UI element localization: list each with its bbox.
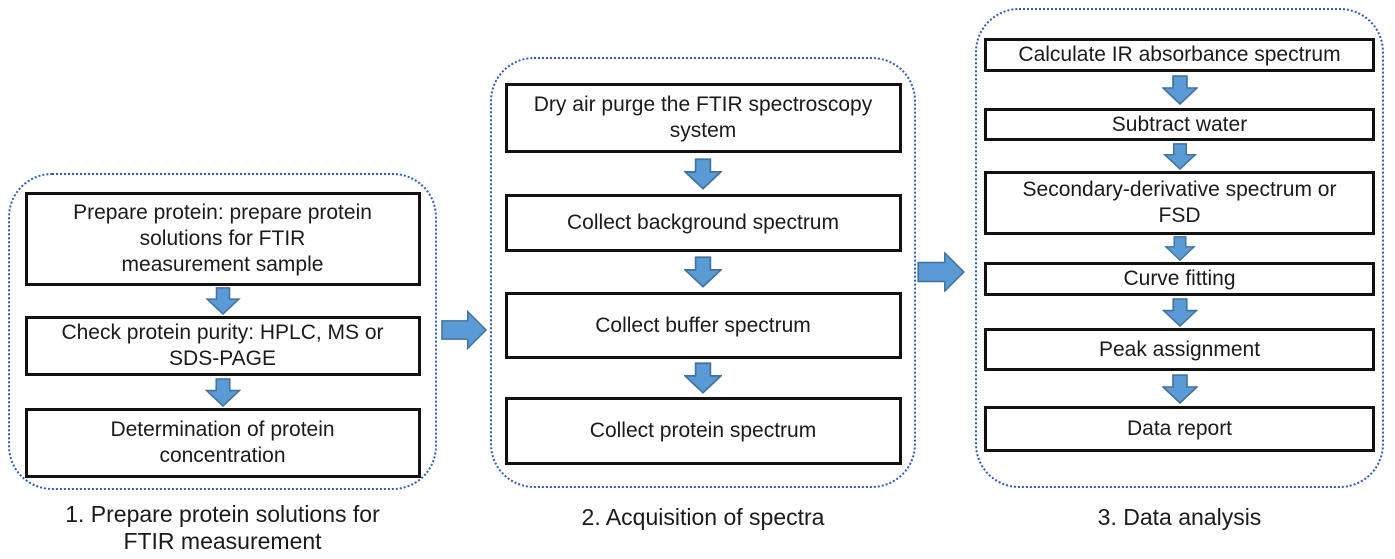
step-peak-assignment: Peak assignment xyxy=(984,328,1375,371)
down-arrow-icon xyxy=(684,359,722,397)
group-acquisition-of-spectra: Dry air purge the FTIR spectroscopy syst… xyxy=(490,57,916,488)
group-caption-acquisition: 2. Acquisition of spectra xyxy=(581,504,825,530)
group-caption-data-analysis: 3. Data analysis xyxy=(1097,504,1262,530)
group-data-analysis: Calculate IR absorbance spectrum Subtrac… xyxy=(975,8,1384,488)
step-calculate-ir-absorbance: Calculate IR absorbance spectrum xyxy=(984,38,1375,72)
right-arrow-icon xyxy=(441,310,487,350)
down-arrow-icon xyxy=(1162,141,1197,171)
down-arrow-icon xyxy=(684,252,722,292)
step-prepare-protein: Prepare protein: prepare protein solutio… xyxy=(24,192,421,286)
step-collect-protein-spectrum: Collect protein spectrum xyxy=(504,397,902,465)
down-arrow-icon xyxy=(204,376,241,408)
step-subtract-water: Subtract water xyxy=(984,108,1375,141)
down-arrow-icon xyxy=(1161,72,1198,108)
right-arrow-icon xyxy=(917,252,965,292)
step-determine-concentration: Determination of protein concentration xyxy=(24,408,421,478)
down-arrow-icon xyxy=(1161,371,1198,406)
group-prepare-protein-solutions: Prepare protein: prepare protein solutio… xyxy=(8,173,437,490)
step-dry-air-purge: Dry air purge the FTIR spectroscopy syst… xyxy=(504,83,902,153)
step-curve-fitting: Curve fitting xyxy=(984,262,1375,296)
step-secondary-derivative-fsd: Secondary-derivative spectrum or FSD xyxy=(984,171,1375,235)
step-collect-background-spectrum: Collect background spectrum xyxy=(504,194,902,252)
down-arrow-icon xyxy=(1161,296,1198,328)
step-data-report: Data report xyxy=(984,406,1375,452)
step-check-protein-purity: Check protein purity: HPLC, MS or SDS-PA… xyxy=(24,316,421,376)
down-arrow-icon xyxy=(1163,235,1197,262)
step-collect-buffer-spectrum: Collect buffer spectrum xyxy=(504,292,902,359)
group-caption-prepare-protein: 1. Prepare protein solutions for FTIR me… xyxy=(65,501,380,554)
down-arrow-icon xyxy=(204,286,241,316)
down-arrow-icon xyxy=(684,153,722,194)
